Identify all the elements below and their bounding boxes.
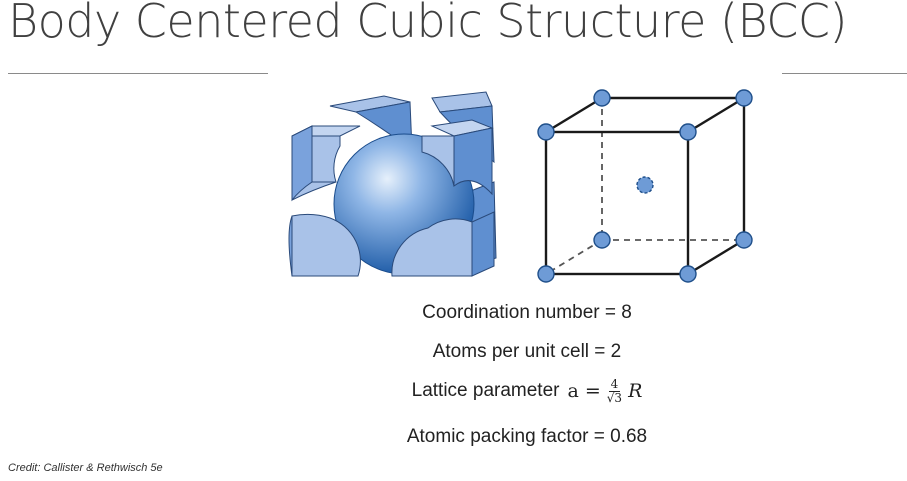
bottom-right-diagonal <box>687 238 745 276</box>
atom-back-bottom-left <box>593 231 611 249</box>
corner-piece-front-top-right <box>421 119 494 196</box>
atomic-packing-factor: Atomic packing factor = 0.68 <box>406 426 648 447</box>
lattice-parameter-label: Lattice parameter <box>411 380 560 402</box>
top-left-diagonal <box>545 96 603 134</box>
atoms-per-unit-cell: Atoms per unit cell = 2 <box>432 341 622 362</box>
atom-back-bottom-right <box>735 231 753 249</box>
front-face <box>544 130 690 276</box>
lattice-radius-var: R <box>628 380 643 403</box>
atom-front-top-left <box>537 123 555 141</box>
hard-sphere-model <box>288 91 497 277</box>
corner-piece-front-bottom-left <box>288 213 361 277</box>
image-credit: Credit: Callister & Rethwisch 5e <box>8 462 163 474</box>
corner-piece-front-bottom-right <box>391 211 495 277</box>
atom-body-center <box>636 176 654 194</box>
hidden-edge-diagonal <box>545 239 603 275</box>
title-rule-right <box>782 73 907 74</box>
atom-front-top-right <box>679 123 697 141</box>
bcc-illustration <box>272 62 782 290</box>
lattice-denominator: √3 <box>606 390 623 405</box>
coordination-number: Coordination number = 8 <box>422 302 632 323</box>
lattice-numerator: 4 <box>608 377 621 392</box>
wireframe-unit-cell <box>537 89 753 283</box>
atom-front-bottom-left <box>537 265 555 283</box>
atom-front-bottom-right <box>679 265 697 283</box>
atom-back-top-left <box>593 89 611 107</box>
corner-piece-front-top-left <box>291 125 361 202</box>
lattice-parameter: Lattice parameter a = 4 √3 R <box>272 378 782 404</box>
title-rule-left <box>8 73 268 74</box>
lattice-fraction: 4 √3 <box>605 378 624 404</box>
lattice-formula: a = 4 √3 R <box>567 378 642 404</box>
top-right-diagonal <box>687 96 745 134</box>
bcc-diagrams-svg <box>288 89 753 283</box>
slide-title: Body Centered Cubic Structure (BCC) <box>8 0 847 48</box>
lattice-lhs: a = <box>567 380 601 403</box>
atom-back-top-right <box>735 89 753 107</box>
